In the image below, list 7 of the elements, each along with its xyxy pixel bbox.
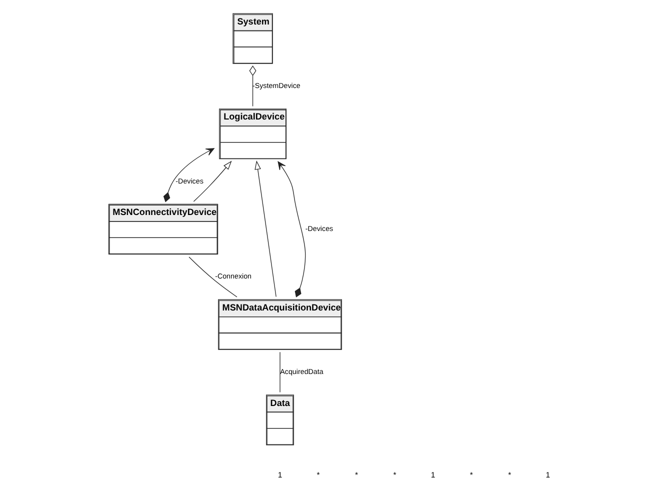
arrow xyxy=(277,161,306,298)
connector xyxy=(279,352,280,393)
arrow xyxy=(192,160,232,202)
connector xyxy=(248,66,256,107)
connector xyxy=(188,256,237,298)
arrow xyxy=(162,148,214,202)
arrow xyxy=(254,160,276,298)
